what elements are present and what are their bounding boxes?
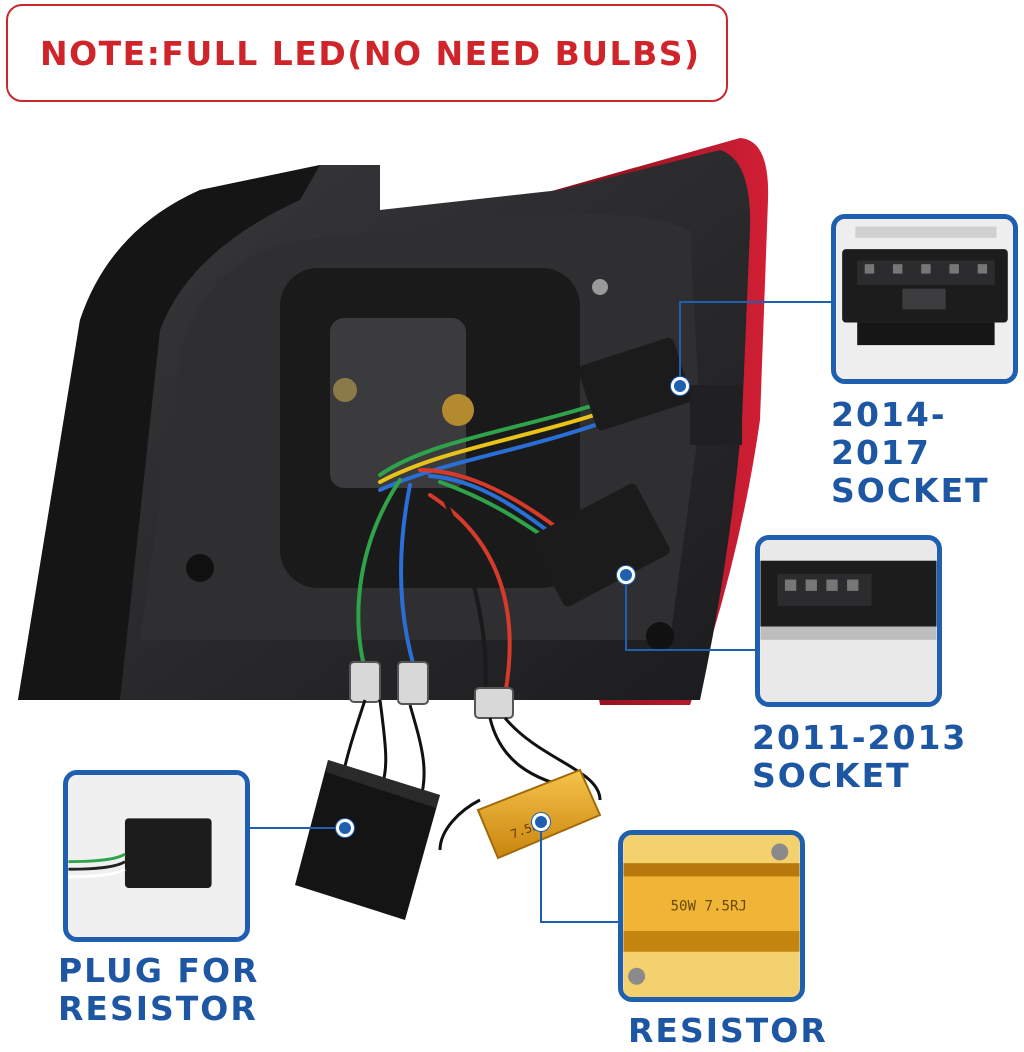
callout-resistor-image: 50W 7.5RJ bbox=[618, 830, 805, 1002]
socket-opening bbox=[330, 318, 466, 488]
plug-module bbox=[295, 760, 440, 920]
connector-2014 bbox=[578, 337, 742, 445]
callout-plug-image bbox=[63, 770, 250, 942]
connector-2011 bbox=[530, 483, 670, 607]
callout-2011-socket-image bbox=[755, 535, 942, 707]
label-2011-line1: 2011-2013 bbox=[752, 718, 968, 757]
socket-2011-photo bbox=[760, 540, 937, 702]
mount-hole-2 bbox=[646, 622, 674, 650]
leader-lines bbox=[250, 301, 834, 923]
resistor-marking: 50W 7.5RJ bbox=[671, 898, 747, 914]
mount-hole bbox=[186, 554, 214, 582]
marker-2011 bbox=[617, 566, 635, 584]
marker-2014 bbox=[671, 377, 689, 395]
label-2014-line2: SOCKET bbox=[831, 471, 990, 510]
label-2011-line2: SOCKET bbox=[752, 756, 911, 795]
note-banner: NOTE:FULL LED(NO NEED BULBS) bbox=[6, 4, 728, 102]
label-plug: PLUG FOR RESISTOR bbox=[58, 952, 259, 1028]
resistor-photo: 50W 7.5RJ bbox=[623, 835, 800, 997]
bulb-contact bbox=[333, 378, 357, 402]
label-2011-socket: 2011-2013 SOCKET bbox=[752, 719, 967, 795]
screw bbox=[592, 279, 608, 295]
label-resistor-line1: RESISTOR bbox=[628, 1011, 828, 1050]
plug-photo bbox=[68, 775, 245, 937]
label-2014-line1: 2014-2017 bbox=[831, 395, 947, 472]
label-2014-socket: 2014-2017 SOCKET bbox=[831, 396, 1024, 510]
bulb-contact-2 bbox=[442, 394, 474, 426]
label-resistor: RESISTOR bbox=[628, 1012, 828, 1050]
callout-2014-socket-image bbox=[831, 214, 1018, 384]
label-plug-line2: RESISTOR bbox=[58, 989, 258, 1028]
gasket bbox=[18, 165, 320, 700]
socket-2014-photo bbox=[836, 219, 1013, 379]
marker-resistor bbox=[532, 813, 550, 831]
note-text: NOTE:FULL LED(NO NEED BULBS) bbox=[40, 33, 701, 73]
small-plugs bbox=[349, 661, 514, 719]
marker-plug bbox=[336, 819, 354, 837]
label-plug-line1: PLUG FOR bbox=[58, 951, 260, 990]
